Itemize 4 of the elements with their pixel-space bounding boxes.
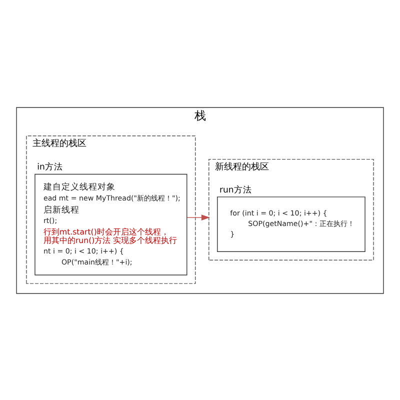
node-label: run方法 <box>220 184 252 195</box>
node-box: for (int i = 0; i < 10; i++) { SOP(getName()+"：正在执行！ } <box>217 196 366 252</box>
node-label: in方法 <box>37 162 63 172</box>
arrow <box>186 214 210 220</box>
